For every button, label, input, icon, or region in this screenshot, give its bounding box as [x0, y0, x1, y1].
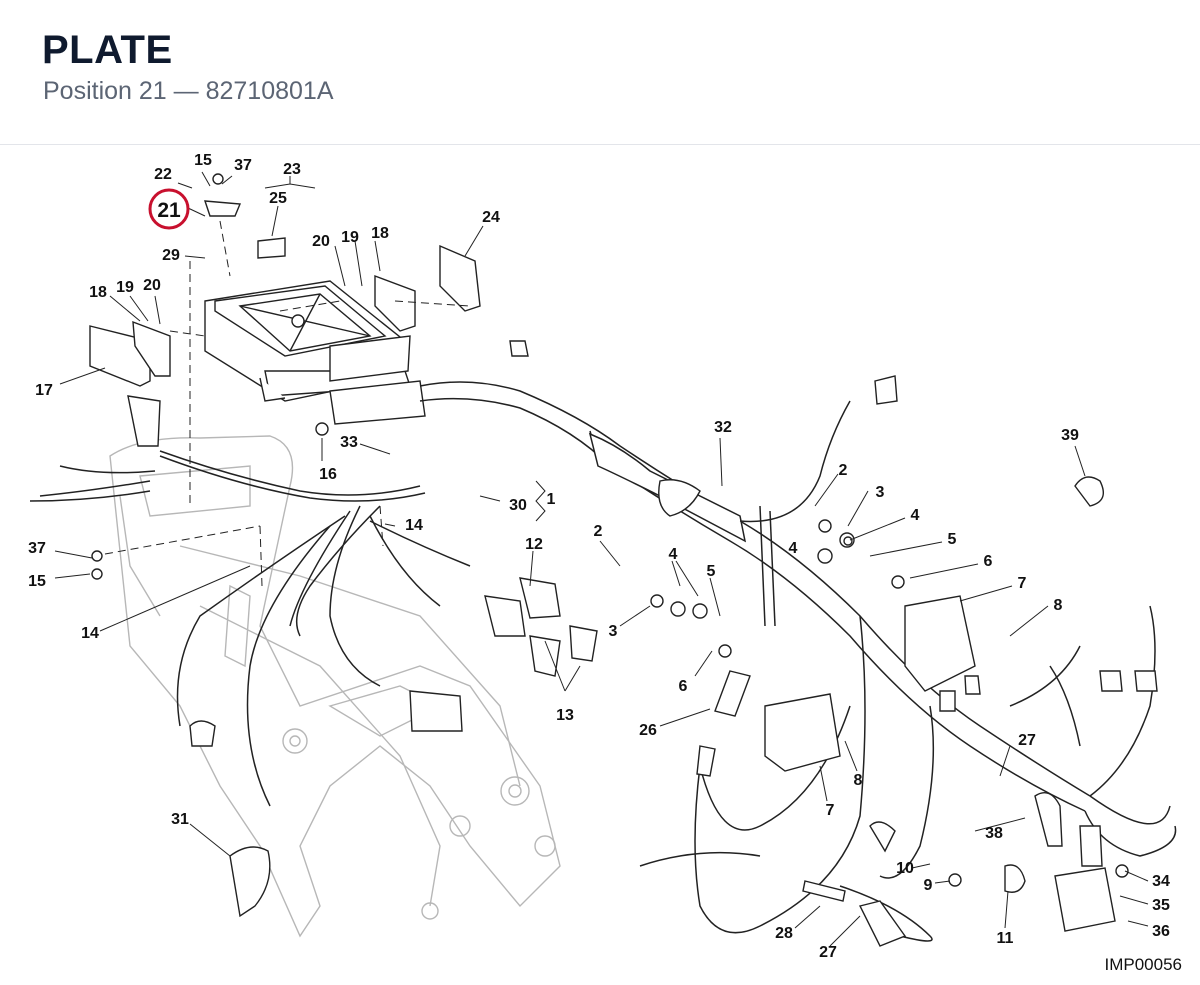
part-label: 24 — [482, 209, 500, 226]
part-label: 29 — [162, 247, 180, 264]
part-label: 13 — [556, 707, 574, 724]
part-label: 2 — [839, 462, 848, 479]
part-label: 19 — [341, 229, 359, 246]
page-subtitle: Position 21 — 82710801A — [43, 77, 334, 105]
part-label: 35 — [1152, 897, 1170, 914]
part-label: 37 — [234, 157, 252, 174]
part-label: 7 — [1018, 575, 1027, 592]
frame-outline — [109, 435, 561, 938]
part-label: 32 — [714, 419, 732, 436]
dash-lines — [104, 220, 471, 587]
part-label: 14 — [405, 517, 423, 534]
part-label: 20 — [312, 233, 330, 250]
part-label: 9 — [924, 877, 933, 894]
part-label: 4 — [911, 507, 920, 524]
callout-labels: 15 37 22 23 25 24 29 20 19 18 18 19 20 1… — [28, 152, 1170, 961]
part-label: 28 — [775, 925, 793, 942]
part-label: 3 — [876, 484, 885, 501]
part-label: 31 — [171, 811, 189, 828]
part-label: 22 — [154, 166, 172, 183]
leader-lines — [54, 171, 1149, 947]
part-label: 4 — [669, 546, 678, 563]
part-label: 33 — [340, 434, 358, 451]
part-label: 27 — [819, 944, 837, 961]
highlighted-part-label: 21 — [157, 199, 181, 222]
page-title: PLATE — [42, 28, 173, 72]
part-label: 2 — [594, 523, 603, 540]
part-label: 16 — [319, 466, 337, 483]
part-label: 34 — [1152, 873, 1170, 890]
wiring-harness — [29, 381, 1177, 942]
part-label: 18 — [371, 225, 389, 242]
part-label: 3 — [609, 623, 618, 640]
part-label: 18 — [89, 284, 107, 301]
highlight-ring — [148, 188, 190, 230]
part-label: 25 — [269, 190, 287, 207]
part-label: 17 — [35, 382, 53, 399]
part-label: 19 — [116, 279, 134, 296]
part-label: 27 — [1018, 732, 1036, 749]
part-label: 5 — [948, 531, 957, 548]
part-label: 11 — [997, 930, 1014, 947]
part-label: 5 — [707, 563, 716, 580]
part-label: 36 — [1152, 923, 1170, 940]
part-label: 8 — [1054, 597, 1063, 614]
part-label: 12 — [525, 536, 543, 553]
part-label: 20 — [143, 277, 161, 294]
part-label: 15 — [194, 152, 212, 169]
part-label: 23 — [283, 161, 301, 178]
part-label: 26 — [639, 722, 657, 739]
part-label: 6 — [984, 553, 993, 570]
part-label: 15 — [28, 573, 46, 590]
parts-drawing: 15 37 22 23 25 24 29 20 19 18 18 19 20 1… — [28, 152, 1177, 961]
part-label: 7 — [826, 802, 835, 819]
part-label: 1 — [547, 491, 556, 508]
part-label: 38 — [985, 825, 1003, 842]
part-label: 37 — [28, 540, 46, 557]
part-label: 8 — [854, 772, 863, 789]
part-label: 14 — [81, 625, 99, 642]
part-label: 6 — [679, 678, 688, 695]
part-label: 4 — [789, 540, 798, 557]
exploded-parts-diagram: 15 37 22 23 25 24 29 20 19 18 18 19 20 1… — [0, 146, 1200, 985]
component-shapes — [89, 173, 1158, 947]
header: PLATE Position 21 — 82710801A — [0, 0, 1200, 145]
part-label: 30 — [509, 497, 527, 514]
part-label: 10 — [896, 860, 914, 877]
part-label: 39 — [1061, 427, 1079, 444]
diagram-reference-code: IMP00056 — [1104, 955, 1183, 974]
